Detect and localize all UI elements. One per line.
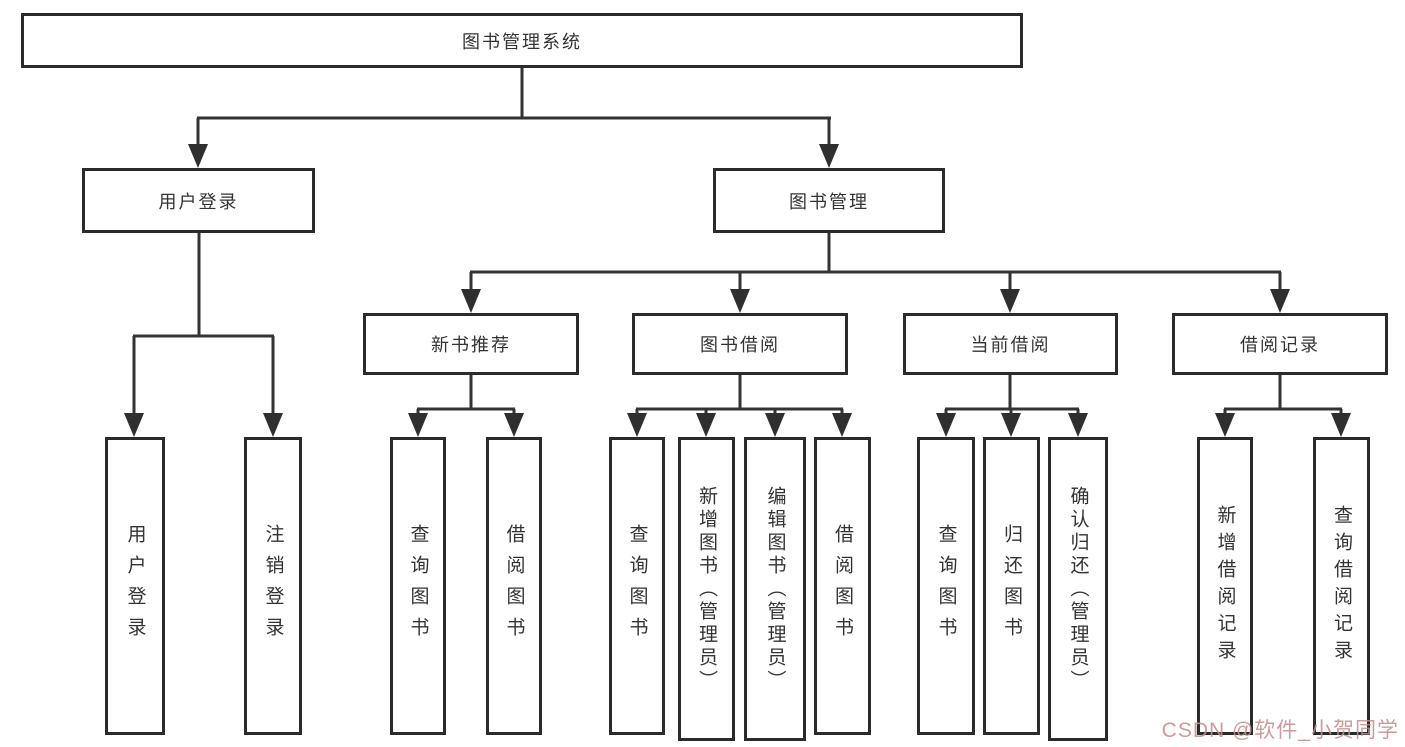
leaf-search-borrow-record: 查询借阅记录 — [1313, 437, 1370, 735]
leaf-search-books-recommend-label: 查询图书 — [407, 524, 429, 648]
leaf-borrow-books-recommend-label: 借阅图书 — [503, 524, 525, 648]
node-new-book-recommend: 新书推荐 — [363, 313, 579, 375]
node-root: 图书管理系统 — [21, 13, 1023, 68]
leaf-search-books-borrowing-label: 查询图书 — [626, 524, 648, 648]
leaf-search-borrow-record-label: 查询借阅记录 — [1331, 505, 1352, 667]
leaf-search-books-current: 查询图书 — [917, 437, 975, 735]
leaf-logout: 注销登录 — [244, 437, 302, 735]
leaf-add-books-admin-label: 新增图书（管理员） — [696, 485, 717, 693]
leaf-search-books-recommend: 查询图书 — [390, 437, 446, 735]
node-new-book-recommend-label: 新书推荐 — [431, 335, 511, 355]
leaf-edit-books-admin: 编辑图书（管理员） — [744, 437, 806, 741]
leaf-edit-books-admin-label: 编辑图书（管理员） — [764, 485, 786, 693]
leaf-borrow-books-recommend: 借阅图书 — [486, 437, 542, 735]
leaf-return-books: 归还图书 — [983, 437, 1040, 735]
leaf-add-borrow-record-label: 新增借阅记录 — [1214, 505, 1236, 667]
node-user-login: 用户登录 — [82, 168, 315, 233]
node-borrowing-records: 借阅记录 — [1172, 313, 1388, 375]
leaf-logout-label: 注销登录 — [262, 524, 284, 648]
leaf-confirm-return-admin: 确认归还（管理员） — [1048, 437, 1108, 741]
leaf-search-books-current-label: 查询图书 — [935, 524, 957, 648]
node-borrowing-records-label: 借阅记录 — [1240, 335, 1320, 355]
leaf-borrow-books-borrowing: 借阅图书 — [814, 437, 871, 735]
node-user-login-label: 用户登录 — [158, 191, 239, 212]
leaf-add-books-admin: 新增图书（管理员） — [678, 437, 735, 741]
leaf-confirm-return-admin-label: 确认归还（管理员） — [1067, 485, 1089, 693]
node-book-management: 图书管理 — [713, 168, 945, 233]
leaf-borrow-books-borrowing-label: 借阅图书 — [832, 524, 853, 648]
node-current-borrowing: 当前借阅 — [903, 313, 1118, 375]
leaf-user-login: 用户登录 — [105, 437, 165, 735]
node-root-label: 图书管理系统 — [462, 31, 582, 52]
node-book-borrowing: 图书借阅 — [632, 313, 848, 375]
leaf-return-books-label: 归还图书 — [1001, 524, 1022, 648]
node-book-management-label: 图书管理 — [789, 191, 869, 212]
leaf-user-login-label: 用户登录 — [124, 524, 146, 648]
leaf-search-books-borrowing: 查询图书 — [609, 437, 665, 735]
node-book-borrowing-label: 图书借阅 — [700, 335, 780, 355]
leaf-add-borrow-record: 新增借阅记录 — [1197, 437, 1253, 735]
node-current-borrowing-label: 当前借阅 — [970, 335, 1051, 355]
